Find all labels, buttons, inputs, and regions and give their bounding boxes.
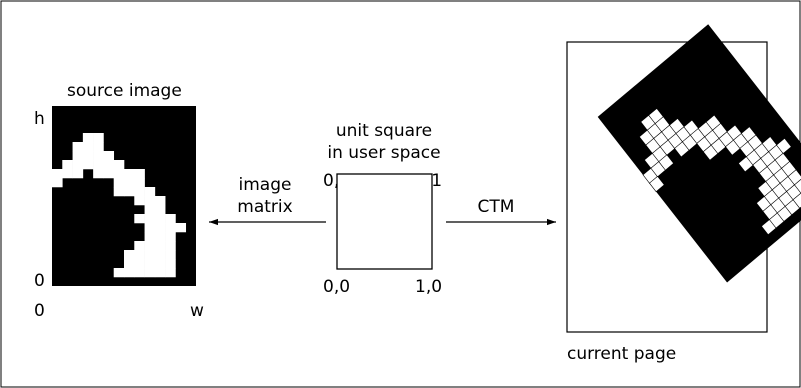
source-image-pixel xyxy=(165,223,176,233)
source-image-pixel xyxy=(124,187,135,197)
source-image-pixel xyxy=(93,142,104,152)
source-image-pixel xyxy=(93,151,104,161)
source-image-pixel xyxy=(103,169,115,179)
source-image-pixel xyxy=(103,160,115,170)
source-image-pixel xyxy=(144,214,156,224)
source-image-pixel xyxy=(165,241,176,251)
source-image-pixel xyxy=(93,133,104,143)
source-axis-w-label: w xyxy=(190,301,204,321)
source-image-pixel xyxy=(144,223,156,233)
source-image-pixel xyxy=(134,259,145,269)
source-image-pixel xyxy=(165,250,176,260)
corner-label-bottom-right: 1,0 xyxy=(415,277,442,297)
source-image-pixel xyxy=(124,169,135,179)
source-image-pixel xyxy=(72,151,84,161)
source-image-pixel xyxy=(154,250,166,260)
source-image-pixel xyxy=(72,142,84,152)
source-image-pixel xyxy=(134,196,145,206)
source-image-pixel xyxy=(144,241,156,251)
source-image-pixel xyxy=(165,259,176,269)
source-image-pixel xyxy=(144,196,156,206)
source-image-pixel xyxy=(82,160,94,170)
source-image-pixel xyxy=(52,169,63,179)
source-image-pixel xyxy=(134,250,145,260)
source-image-pixel xyxy=(124,250,135,260)
source-image-pixel xyxy=(144,187,156,197)
source-axis-y0-label: 0 xyxy=(34,271,45,291)
source-image-pixel xyxy=(82,151,94,161)
source-image-pixel xyxy=(113,169,125,179)
source-image-pixel xyxy=(103,151,115,161)
source-image-pixel xyxy=(154,268,166,278)
corner-label-bottom-left: 0,0 xyxy=(323,277,350,297)
image-matrix-label-line1: image xyxy=(239,175,292,195)
source-image-pixel xyxy=(124,259,135,269)
image-matrix-label-line2: matrix xyxy=(237,197,292,217)
source-image-pixel xyxy=(144,205,156,215)
source-image-pixel xyxy=(144,259,156,269)
source-image-pixel xyxy=(124,268,135,278)
source-image-pixel xyxy=(62,169,73,179)
source-image-pixel xyxy=(154,223,166,233)
transformed-page-image xyxy=(597,24,801,283)
ctm-label: CTM xyxy=(478,197,515,217)
source-image-pixel xyxy=(154,232,166,242)
source-image-pixel xyxy=(165,214,176,224)
source-image-pixel xyxy=(134,268,145,278)
source-image-pixel xyxy=(175,223,187,233)
source-image-pixel xyxy=(144,268,156,278)
source-image-pixel xyxy=(113,178,125,188)
source-image-pixel xyxy=(113,187,125,197)
source-axis-x0-label: 0 xyxy=(34,301,45,321)
source-image-pixel xyxy=(52,178,63,188)
source-image-pixel xyxy=(72,169,84,179)
source-image-pixel xyxy=(134,214,145,224)
source-image-title: source image xyxy=(67,81,182,101)
transformed-image-pixel xyxy=(776,137,792,155)
source-axis-h-label: h xyxy=(34,109,45,129)
current-page-caption: current page xyxy=(567,344,676,364)
transformed-image-pixel xyxy=(792,192,801,209)
source-image-pixel xyxy=(134,169,145,179)
source-image-pixel xyxy=(154,196,166,206)
source-image-pixel xyxy=(154,241,166,251)
source-image-pixel xyxy=(144,250,156,260)
source-image-pixel xyxy=(134,178,145,188)
unit-square xyxy=(336,173,433,270)
source-image-pixel xyxy=(62,160,73,170)
source-image-pixel xyxy=(134,187,145,197)
source-image-pixel xyxy=(134,241,145,251)
source-image-pixel xyxy=(113,268,125,278)
source-image xyxy=(52,106,197,286)
transformed-image-pixel xyxy=(649,175,665,193)
source-image-pixel xyxy=(165,268,176,278)
source-image-pixel xyxy=(165,232,176,242)
source-image-pixel xyxy=(144,232,156,242)
source-image-pixel xyxy=(82,133,94,143)
unit-square-title-line1: unit square xyxy=(336,121,432,141)
source-image-pixel xyxy=(93,160,104,170)
transformed-image-pixel xyxy=(658,154,674,171)
source-image-pixel xyxy=(93,169,104,179)
source-image-pixel xyxy=(154,205,166,215)
transformed-image-pixel xyxy=(794,177,801,194)
source-image-pixel xyxy=(154,214,166,224)
source-image-pixel xyxy=(113,160,125,170)
source-image-pixel xyxy=(154,259,166,269)
unit-square-title-line2: in user space xyxy=(327,143,440,163)
source-image-pixel xyxy=(72,160,84,170)
source-image-pixel xyxy=(82,142,94,152)
source-image-pixel xyxy=(124,178,135,188)
